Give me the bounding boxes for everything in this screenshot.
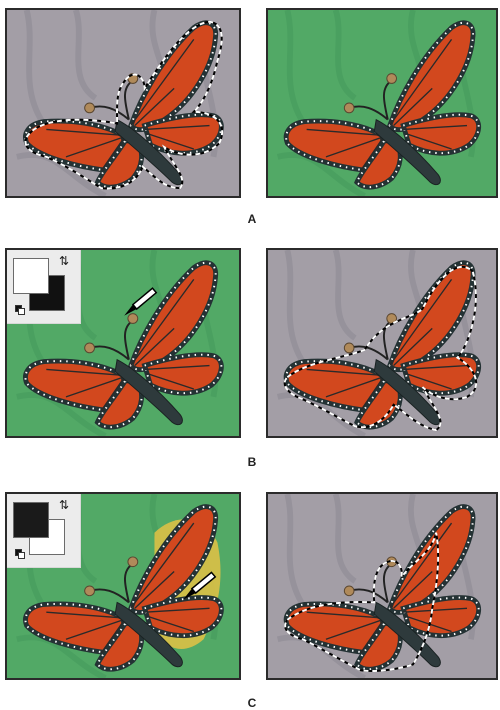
color-swatches: ⇅ [7,494,81,568]
foreground-color-swatch[interactable] [13,502,49,538]
butterfly-image [268,250,496,436]
foreground-color-swatch[interactable] [13,258,49,294]
panel-b-left: ⇅ [5,248,241,438]
swap-colors-icon[interactable]: ⇅ [59,255,69,267]
panel-c-right [266,492,498,680]
default-colors-icon[interactable] [15,549,25,559]
panel-b-right [266,248,498,438]
color-swatches: ⇅ [7,250,81,324]
butterfly-image [7,10,239,196]
butterfly-image [268,10,496,196]
panel-a-left [5,8,241,198]
swap-colors-icon[interactable]: ⇅ [59,499,69,511]
figure-label-b: B [232,455,272,469]
figure-label-a: A [232,212,272,226]
panel-a-right [266,8,498,198]
panel-c-left: ⇅ [5,492,241,680]
butterfly-image [268,494,496,678]
default-colors-icon[interactable] [15,305,25,315]
figure-label-c: C [232,696,272,710]
